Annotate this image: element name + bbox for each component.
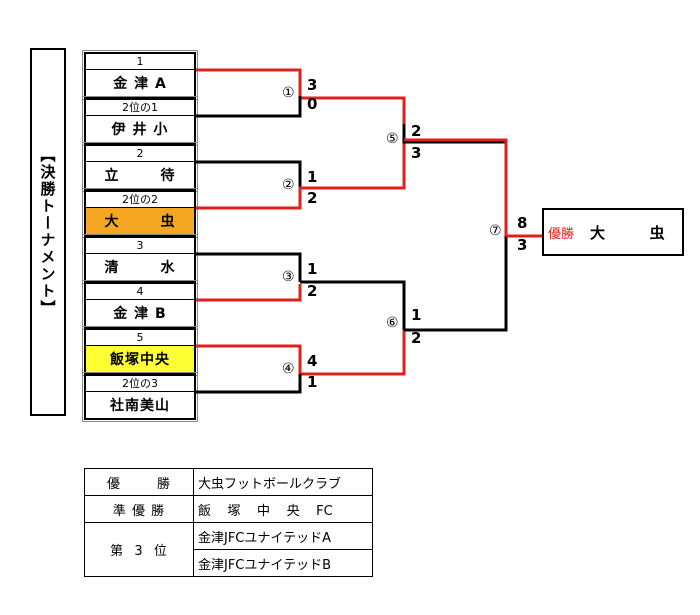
match-score-top: 4: [307, 352, 318, 370]
match-score-top: 3: [307, 76, 318, 94]
team-seed: 2位の2: [86, 192, 194, 208]
match-score-bottom: 0: [307, 95, 318, 113]
team-name: 金 津 B: [113, 306, 167, 322]
team-name: 金 津 A: [113, 76, 167, 92]
bracket-line-lose: [404, 236, 508, 332]
team-name: 飯塚中央: [86, 346, 194, 372]
bracket-line-win: [196, 330, 406, 376]
bracket-line-win: [196, 284, 302, 302]
team-name: 大 虫: [86, 208, 194, 234]
bracket-line-win: [196, 140, 406, 210]
champion-box: 優勝 大 虫: [542, 208, 684, 256]
rank-cell: 第 3 位: [84, 522, 194, 577]
team-box: 2 立 待: [82, 142, 198, 192]
team-seed: 5: [86, 330, 194, 346]
match-number: ④: [282, 361, 295, 377]
team-seed: 2位の1: [86, 100, 194, 116]
results-table: 優 勝 大虫フットボールクラブ 準 優 勝 飯 塚 中 央 FC 第 3 位 金…: [84, 468, 373, 577]
champion-name: 大 虫: [590, 223, 666, 242]
team-name: 社南美山: [110, 398, 170, 414]
team-name: 清 水: [104, 260, 176, 276]
match-score-top: 1: [411, 306, 422, 324]
table-row: 金津JFCユナイテッドB: [85, 549, 373, 577]
champion-label: 優勝: [548, 226, 575, 242]
team-cell: 金津JFCユナイテッドA: [193, 522, 373, 550]
team-seed: 4: [86, 284, 194, 300]
team-name: 伊 井 小: [111, 122, 169, 138]
match-score-bottom: 2: [307, 189, 318, 207]
match-score-bottom: 1: [307, 373, 318, 391]
match-score-top: 8: [517, 214, 528, 232]
match-score-bottom: 2: [411, 329, 422, 347]
team-cell: 飯 塚 中 央 FC: [193, 495, 373, 523]
team-box: 2位の1 伊 井 小: [82, 96, 198, 146]
table-row: 準 優 勝 飯 塚 中 央 FC: [84, 495, 373, 523]
team-cell: 金津JFCユナイテッドB: [193, 549, 373, 577]
bracket-line-lose: [196, 96, 302, 118]
bracket-line-lose: [196, 252, 302, 282]
team-seed: 3: [86, 238, 194, 254]
match-number: ③: [282, 269, 295, 285]
team-seed: 2: [86, 146, 194, 162]
match-number: ①: [282, 85, 295, 101]
match-score-top: 1: [307, 168, 318, 186]
match-number: ⑤: [386, 131, 399, 147]
match-number: ⑦: [489, 223, 502, 239]
team-name: 立 待: [104, 168, 176, 184]
match-number: ②: [282, 177, 295, 193]
rank-cell: 優 勝: [84, 468, 194, 496]
team-box: 5 飯塚中央: [82, 326, 198, 376]
match-score-bottom: 3: [517, 236, 528, 254]
bracket-line-lose: [196, 374, 302, 394]
team-box: 2位の2 大 虫: [82, 188, 198, 238]
table-row: 第 3 位 金津JFCユナイテッドA: [84, 522, 373, 577]
team-box: 1 金 津 A: [82, 50, 198, 100]
tournament-title-text: 【決勝トーナメント】: [38, 147, 57, 317]
rank-cell: 準 優 勝: [84, 495, 194, 523]
team-box: 3 清 水: [82, 234, 198, 284]
team-box: 4 金 津 B: [82, 280, 198, 330]
bracket-line-lose: [196, 160, 302, 190]
bracket-line-lose: [300, 280, 406, 316]
team-seed: 1: [86, 54, 194, 70]
match-score-top: 2: [411, 122, 422, 140]
team-box: 2位の3 社南美山: [82, 372, 198, 422]
match-score-bottom: 2: [307, 282, 318, 300]
match-score-bottom: 3: [411, 144, 422, 162]
match-number: ⑥: [386, 315, 399, 331]
tournament-title: 【決勝トーナメント】: [30, 48, 66, 416]
team-cell: 大虫フットボールクラブ: [193, 468, 373, 496]
match-score-top: 1: [307, 260, 318, 278]
team-seed: 2位の3: [86, 376, 194, 392]
table-row: 優 勝 大虫フットボールクラブ: [84, 468, 373, 496]
